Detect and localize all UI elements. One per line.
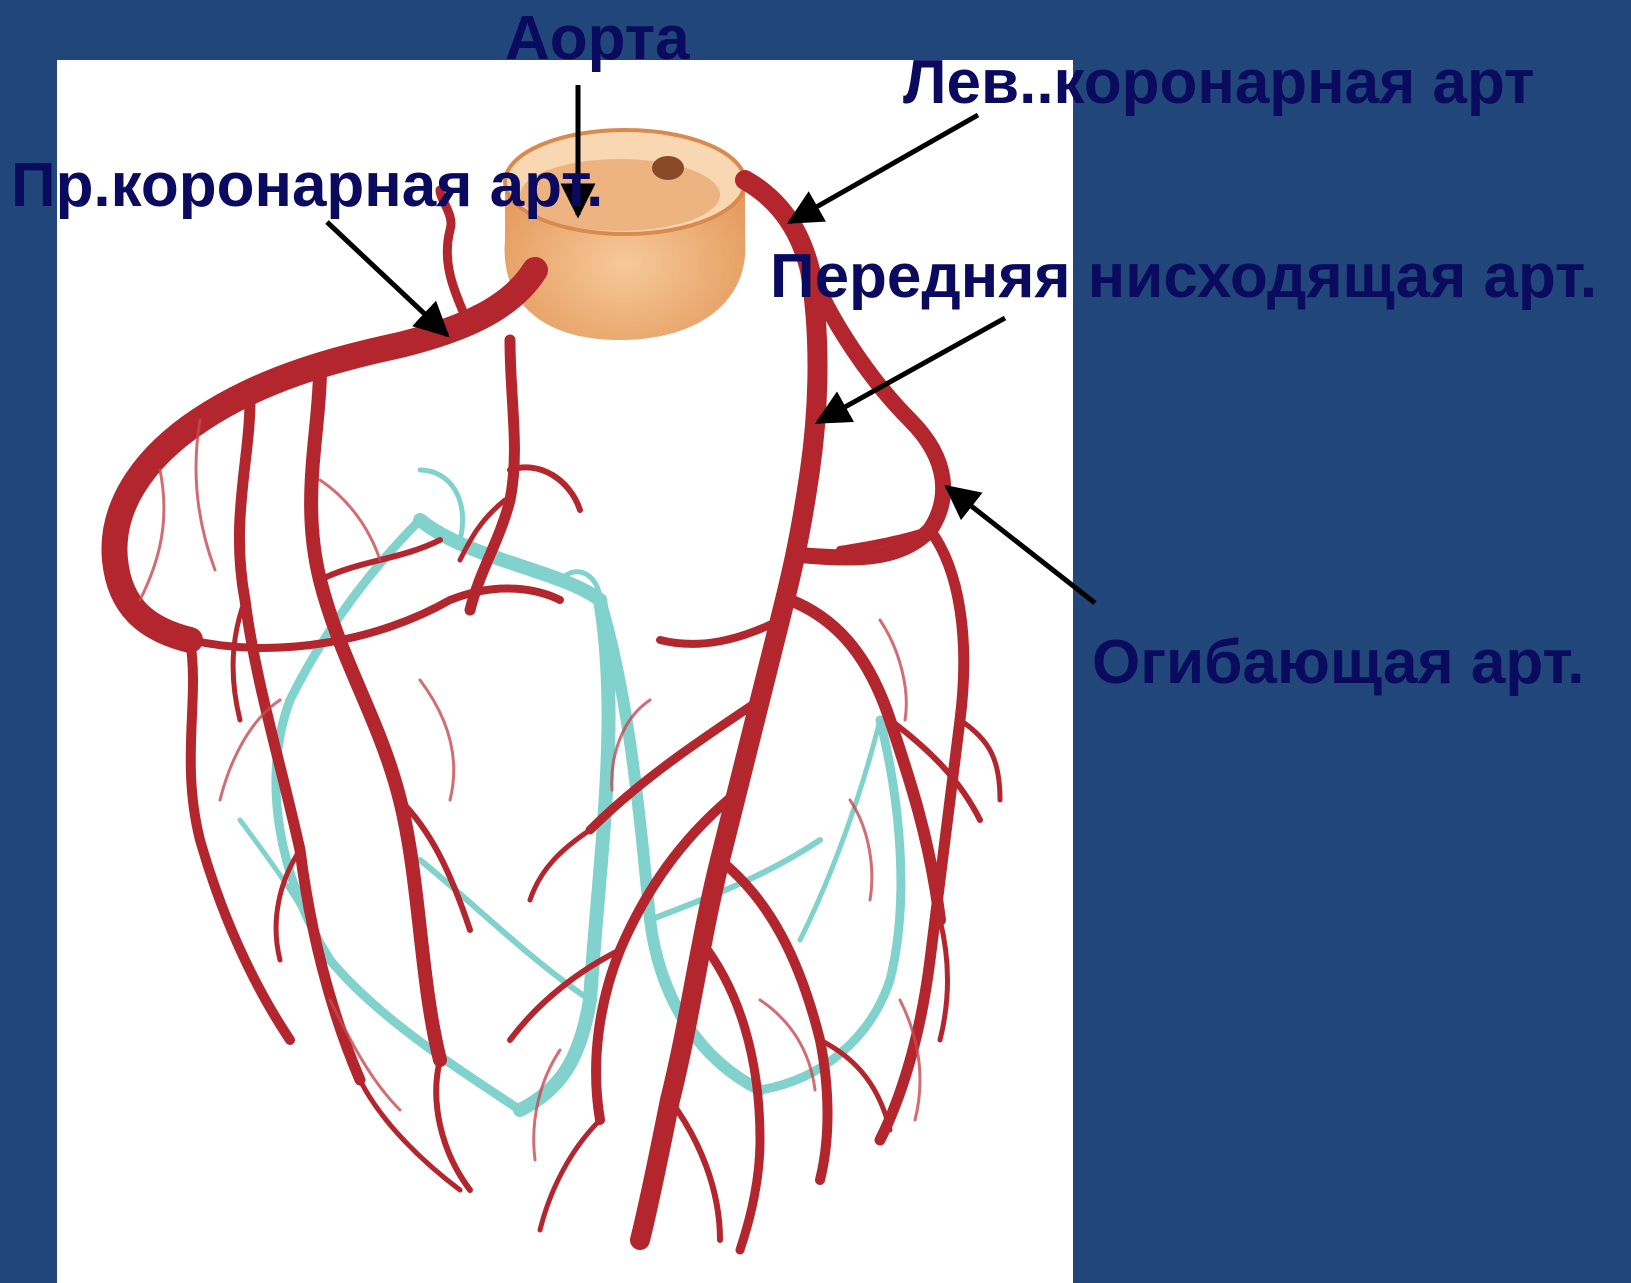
label-right-coronary: Пр.коронарная арт.: [11, 155, 603, 217]
label-left-coronary: Лев..коронарная арт: [903, 52, 1534, 114]
label-aorta: Аорта: [505, 8, 690, 70]
label-circumflex: Огибающая арт.: [1092, 632, 1585, 694]
label-anterior-descending: Передняя нисходящая арт.: [770, 246, 1597, 308]
